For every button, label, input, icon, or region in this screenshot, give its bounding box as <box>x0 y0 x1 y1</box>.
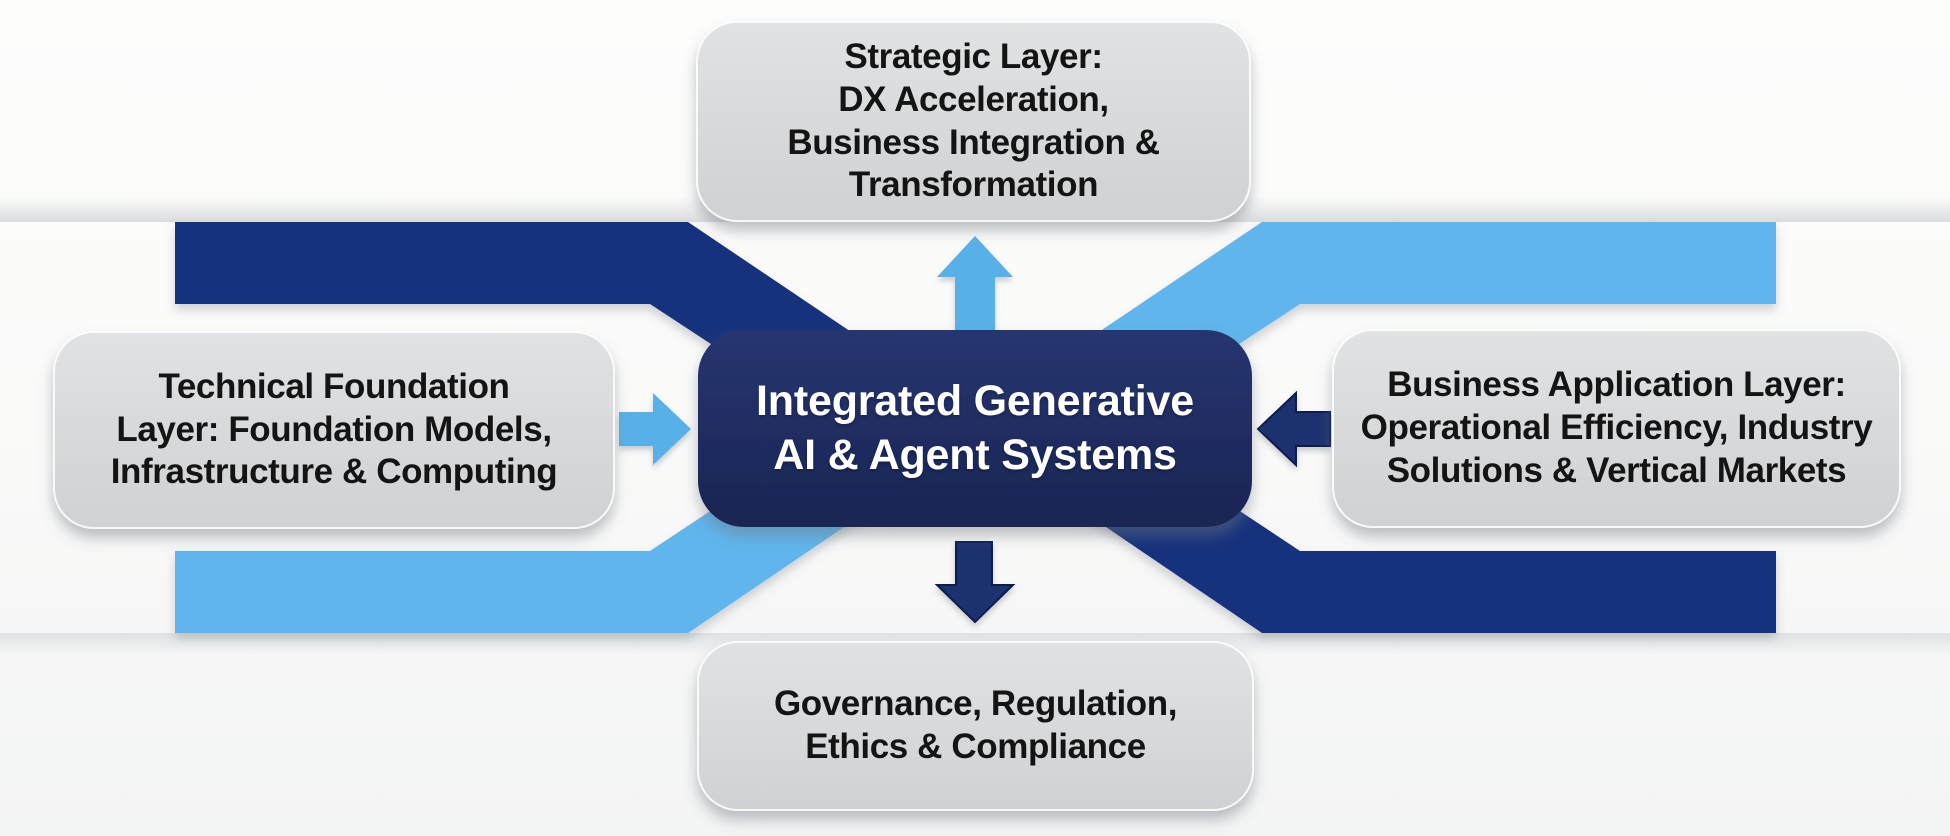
node-integrated-generative-ai <box>698 330 1252 527</box>
node-governance-compliance <box>697 641 1254 811</box>
right-arrow-icon <box>619 393 691 465</box>
up-arrow-icon <box>937 236 1013 330</box>
band-top-right <box>1078 222 1776 388</box>
band-top-left <box>175 222 872 388</box>
node-business-application-layer <box>1332 329 1901 528</box>
left-arrow-icon <box>1256 390 1331 468</box>
band-bottom-right <box>1078 466 1776 633</box>
band-bottom-left <box>175 466 872 633</box>
node-technical-foundation-layer <box>53 331 615 529</box>
down-arrow-icon <box>934 541 1016 624</box>
node-strategic-layer <box>696 21 1251 222</box>
